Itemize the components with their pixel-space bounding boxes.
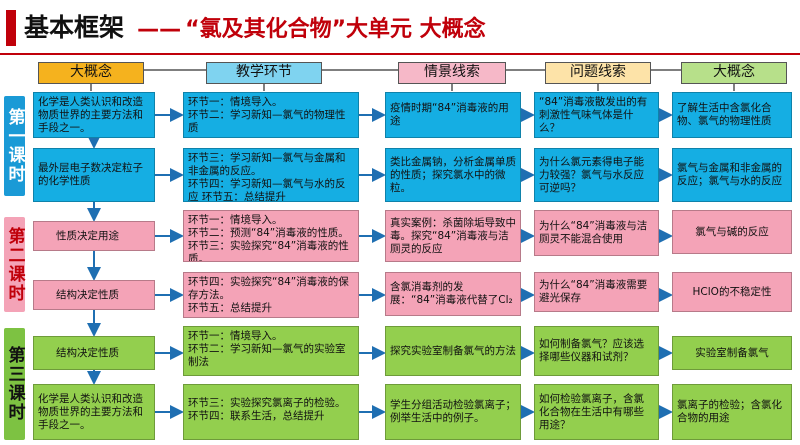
row6-step-2: 环节四：联系生活，总结提升 <box>188 410 325 422</box>
row4-step-1: 环节四：实验探究“84”消毒液的保存方法。 <box>188 276 349 301</box>
row6-step-1: 环节三：实验探究氯离子的检验。 <box>188 397 346 409</box>
row5-steps: 环节一：情境导入。 环节二：学习新知—氯气的实验室制法 <box>183 326 359 376</box>
row5-outcome: 实验室制备氯气 <box>672 336 792 370</box>
row4-steps: 环节四：实验探究“84”消毒液的保存方法。 环节五：总结提升 <box>183 272 359 318</box>
row6-concept: 化学是人类认识和改造物质世界的主要方法和手段之一。 <box>33 384 155 440</box>
lesson-2-label: 第二课时 <box>4 217 25 312</box>
row4-question: 为什么“84”消毒液需要避光保存 <box>534 272 659 312</box>
row5-question: 如何制备氯气？应该选择哪些仪器和试剂？ <box>534 326 659 376</box>
row3-step-3: 环节三：实验探究“84”消毒液的性质。 <box>188 240 349 262</box>
row2-step-2: 环节四：学习新知—氯气与水的反应 环节五：总结提升 <box>188 178 346 202</box>
row3-outcome: 氯气与碱的反应 <box>672 210 792 254</box>
row1-question: “84”消毒液散发出的有刺激性气味气体是什么？ <box>534 92 659 138</box>
header-teaching-steps: 教学环节 <box>206 62 322 84</box>
row2-concept: 最外层电子数决定粒子的化学性质 <box>33 148 155 202</box>
page-title: 基本框架 ——“氯及其化合物”大单元 大概念 <box>24 9 486 47</box>
row3-step-2: 环节二：预测“84”消毒液的性质。 <box>188 227 349 239</box>
lesson-1-label: 第一课时 <box>4 96 25 196</box>
title-sub: “氯及其化合物”大单元 大概念 <box>185 17 486 42</box>
row1-outcome: 了解生活中含氯化合物、氯气的物理性质 <box>672 92 792 138</box>
row6-outcome: 氯离子的检验；含氯化合物的用途 <box>672 384 792 440</box>
title-accent-bar <box>6 10 16 46</box>
row3-steps: 环节一：情境导入。 环节二：预测“84”消毒液的性质。 环节三：实验探究“84”… <box>183 210 359 262</box>
row5-step-2: 环节二：学习新知—氯气的实验室制法 <box>188 343 346 368</box>
row6-steps: 环节三：实验探究氯离子的检验。 环节四：联系生活，总结提升 <box>183 384 359 440</box>
row2-outcome: 氯气与金属和非金属的反应；氯气与水的反应 <box>672 148 792 202</box>
row4-concept: 结构决定性质 <box>33 280 155 310</box>
row1-concept: 化学是人类认识和改造物质世界的主要方法和手段之一。 <box>33 92 155 138</box>
row1-steps: 环节一：情境导入。 环节二：学习新知—氯气的物理性质 <box>183 92 359 138</box>
header-big-concept-left: 大概念 <box>38 62 144 84</box>
row2-step-1: 环节三：学习新知—氯气与金属和非金属的反应。 <box>188 152 346 177</box>
title-rule <box>0 53 800 55</box>
row2-steps: 环节三：学习新知—氯气与金属和非金属的反应。 环节四：学习新知—氯气与水的反应 … <box>183 148 359 202</box>
row3-concept: 性质决定用途 <box>33 221 155 251</box>
row5-concept: 结构决定性质 <box>33 336 155 370</box>
title-main: 基本框架 <box>24 13 125 42</box>
row1-situation: 疫情时期“84”消毒液的用途 <box>385 92 521 138</box>
row4-outcome: HClO的不稳定性 <box>672 272 792 312</box>
row3-question: 为什么“84”消毒液与洁厕灵不能混合使用 <box>534 210 659 256</box>
header-big-concept-right: 大概念 <box>681 62 787 84</box>
row5-step-1: 环节一：情境导入。 <box>188 330 283 342</box>
lesson-3-label: 第三课时 <box>4 328 25 440</box>
row6-situation: 学生分组活动检验氯离子；例举生活中的例子。 <box>385 384 521 440</box>
row3-step-1: 环节一：情境导入。 <box>188 214 283 226</box>
row2-question: 为什么氯元素得电子能力较强？氯气与水反应可逆吗？ <box>534 148 659 202</box>
row4-situation: 含氯消毒剂的发展：“84”消毒液代替了Cl₂ <box>385 272 521 316</box>
row6-question: 如何检验氯离子，含氯化合物在生活中有哪些用途？ <box>534 384 659 440</box>
header-situation-clue: 情景线索 <box>398 62 506 84</box>
header-question-clue: 问题线索 <box>545 62 651 84</box>
row4-step-2: 环节五：总结提升 <box>188 302 272 314</box>
row3-situation: 真实案例：杀菌除垢导致中毒。探究“84”消毒液与洁厕灵的反应 <box>385 210 521 262</box>
row5-situation: 探究实验室制备氯气的方法 <box>385 326 521 376</box>
row1-step-1: 环节一：情境导入。 <box>188 96 283 108</box>
row2-situation: 类比金属钠，分析金属单质的性质；探究氯水中的微粒。 <box>385 148 521 202</box>
row1-step-2: 环节二：学习新知—氯气的物理性质 <box>188 109 346 134</box>
title-dash: —— <box>137 17 182 42</box>
